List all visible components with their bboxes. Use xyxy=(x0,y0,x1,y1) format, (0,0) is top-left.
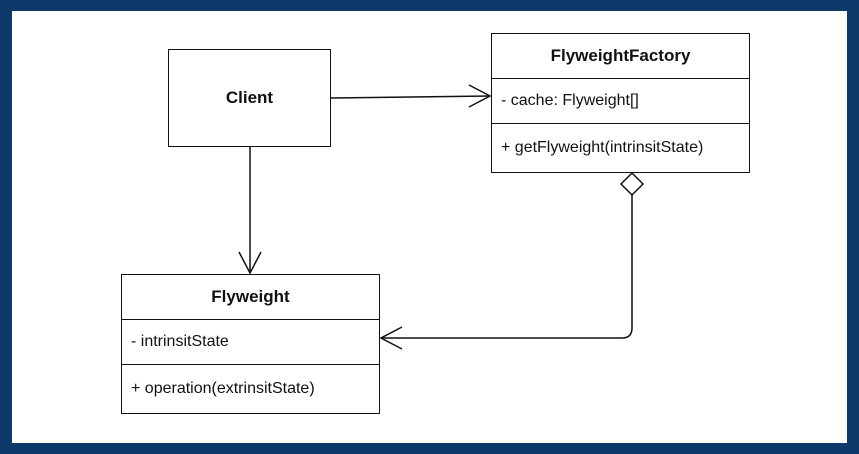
client-to-factory-line xyxy=(330,95,491,99)
diagram-canvas: Client FlyweightFactory - cache: Flyweig… xyxy=(12,11,847,443)
flyweight-factory-attribute: - cache: Flyweight[] xyxy=(492,79,749,124)
aggregation-diamond-icon xyxy=(619,171,645,197)
client-class-name: Client xyxy=(225,88,274,107)
factory-to-flyweight-line xyxy=(381,195,633,339)
flyweight-factory-class-name: FlyweightFactory xyxy=(492,34,749,79)
flyweight-operation: + operation(extrinsitState) xyxy=(131,379,315,397)
flyweight-class-name: Flyweight xyxy=(122,275,379,320)
client-to-flyweight-arrowhead xyxy=(238,251,262,275)
flyweight-class-box: Flyweight - intrinsitState + operation(e… xyxy=(121,274,380,414)
client-to-factory-arrowhead xyxy=(468,84,492,108)
flyweight-factory-operation: + getFlyweight(intrinsitState) xyxy=(501,138,704,156)
client-class-box: Client xyxy=(168,49,331,147)
factory-to-flyweight-arrowhead xyxy=(379,326,403,350)
flyweight-attribute: - intrinsitState xyxy=(122,320,379,365)
flyweight-factory-class-box: FlyweightFactory - cache: Flyweight[] + … xyxy=(491,33,750,173)
connector-layer xyxy=(238,84,645,350)
